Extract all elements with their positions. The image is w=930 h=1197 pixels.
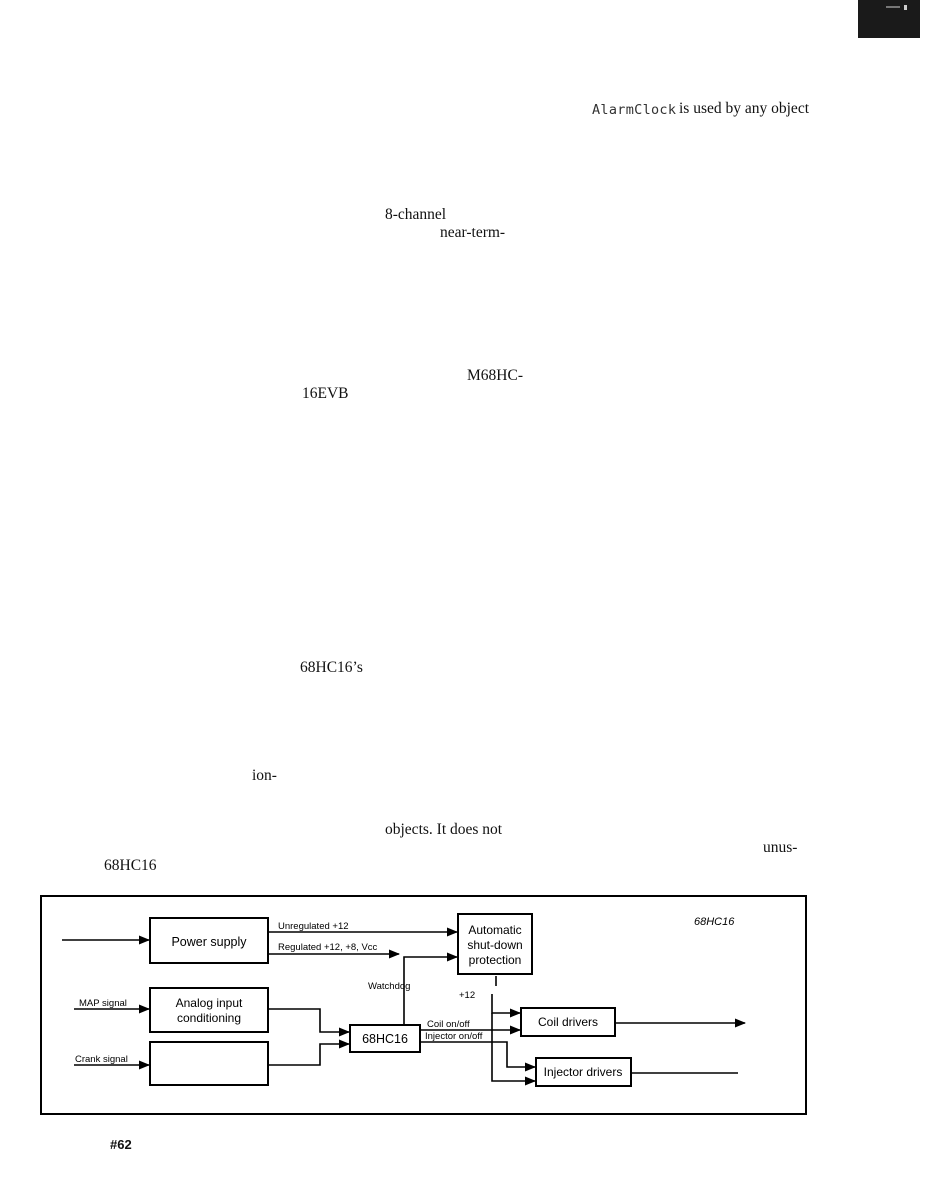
power-supply-label: Power supply [171, 935, 247, 949]
plus12-to-injector [491, 1013, 537, 1086]
unregulated-label: Unregulated +12 [278, 921, 349, 932]
text-fragment-ion: ion- [252, 767, 277, 784]
shutdown-box [457, 913, 533, 975]
injector-drivers-label: Injector drivers [544, 1065, 623, 1079]
figure-tag: 68HC16 [694, 916, 735, 928]
analog-label-2: conditioning [177, 1011, 241, 1025]
analog-to-mcu [269, 1008, 351, 1037]
injector-on-off-label: Injector on/off [425, 1031, 483, 1042]
shutdown-label-3: protection [469, 953, 522, 967]
crank-signal-label: Crank signal [75, 1054, 128, 1065]
regulated-label: Regulated +12, +8, Vcc [278, 942, 378, 953]
shutdown-label-1: Automatic [468, 923, 521, 937]
text-fragment-unus: unus- [763, 839, 798, 856]
coil-drivers-label: Coil drivers [538, 1015, 598, 1029]
text-fragment-m68hc: M68HC- [467, 367, 523, 384]
map-signal-label: MAP signal [79, 998, 127, 1009]
crank-to-mcu [269, 1039, 351, 1066]
text-fragment-8-channel: 8-channel [385, 206, 447, 223]
shutdown-label-2: shut-down [467, 938, 522, 952]
block-diagram: 68HC16 Power supply Automatic shut-down … [62, 913, 747, 1087]
analog-input-box [149, 987, 269, 1033]
injector-on-off-line [421, 1041, 537, 1072]
text-fragment-objects: objects. It does not [385, 821, 503, 838]
coil-on-off-label: Coil on/off [427, 1019, 470, 1030]
text-fragment-68hc16s: 68HC16’s [300, 659, 363, 676]
watchdog-line [403, 952, 459, 1025]
text-fragment-16evb: 16EVB [302, 385, 349, 402]
mcu-label: 68HC16 [362, 1032, 408, 1046]
coil-drivers-box [520, 1007, 616, 1037]
block-diagram-figure: 68HC16 Power supply Automatic shut-down … [40, 895, 807, 1115]
text-fragment-alarm: is used by any object [679, 100, 810, 117]
text-fragment-68hc16: 68HC16 [104, 857, 157, 874]
analog-label-1: Analog input [176, 996, 243, 1010]
plus12-to-coil [491, 994, 522, 1018]
mcu-box [349, 1024, 421, 1053]
page-number: #62 [110, 1137, 132, 1152]
injector-drivers-box [535, 1057, 632, 1087]
watchdog-label: Watchdog [368, 981, 410, 992]
corner-print-mark [858, 0, 920, 38]
plus12-label: +12 [459, 990, 475, 1001]
crank-input-box [149, 1041, 269, 1086]
alarmclock-code: AlarmClock [592, 102, 677, 118]
text-fragment-near-term: near-term- [440, 224, 506, 241]
